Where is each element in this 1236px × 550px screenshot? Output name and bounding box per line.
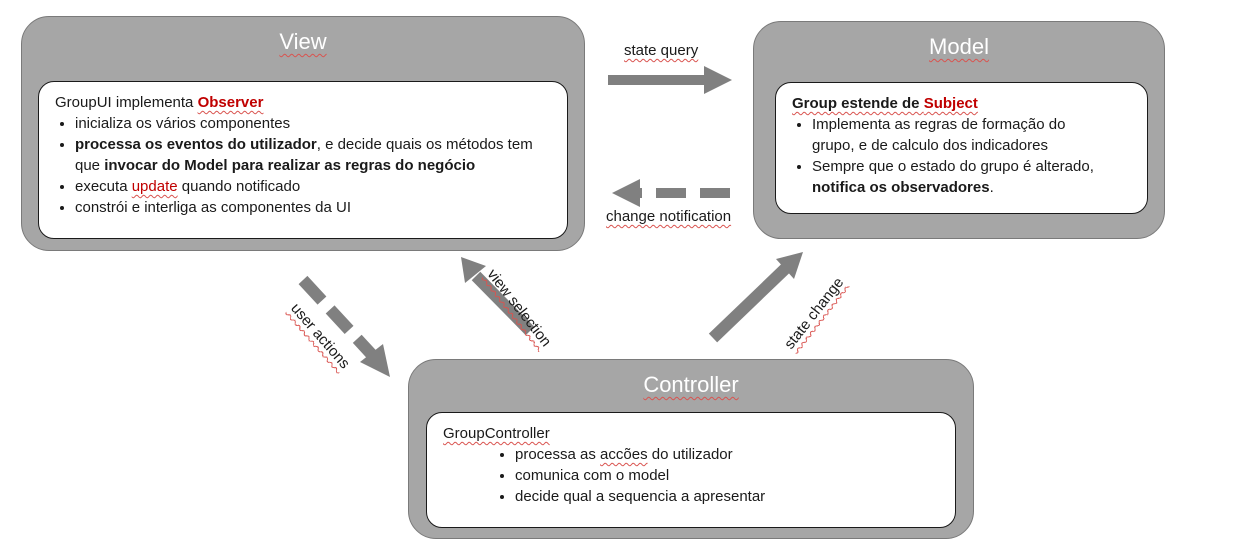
view-card: GroupUI implementa Observer inicializa o…	[38, 81, 568, 239]
model-bullet-1: Implementa as regras de formação do grupo…	[812, 114, 1131, 156]
change-notification-arrow	[612, 179, 730, 207]
update-label: update	[131, 178, 178, 195]
model-panel: Model Group estende de Subject Implement…	[753, 21, 1165, 239]
model-bullet-2: Sempre que o estado do grupo é alterado,…	[812, 156, 1131, 198]
controller-card: GroupController processa as accões do ut…	[426, 412, 956, 528]
view-bullet-2: processa os eventos do utilizador, e dec…	[75, 134, 551, 176]
view-bullet-4-text: constrói e interliga as componentes da U…	[75, 199, 351, 216]
model-header-text: Group estende de	[792, 95, 924, 112]
model-title: Model	[929, 34, 989, 59]
view-panel: View GroupUI implementa Observer inicial…	[21, 16, 585, 251]
controller-bullet-1-plain: processa as	[515, 446, 601, 463]
subject-label: Subject	[923, 95, 978, 112]
change-notification-label: change notification	[606, 208, 732, 225]
controller-bullet-1-rest: do utilizador	[647, 446, 733, 463]
model-card: Group estende de Subject Implementa as r…	[775, 82, 1148, 214]
view-bullet-1: inicializa os vários componentes	[75, 113, 551, 134]
model-bullet-2-end: .	[989, 179, 994, 196]
controller-bullet-1: processa as accões do utilizador	[515, 444, 939, 465]
model-bullet-2-line1: Sempre que o estado do grupo é alterado,	[812, 158, 1094, 175]
view-bullet-4: constrói e interliga as componentes da U…	[75, 197, 551, 218]
view-bullet-3-rest: quando notificado	[177, 178, 301, 195]
controller-bullet-2-text: comunica com o model	[515, 467, 670, 484]
state-query-arrow	[608, 66, 732, 94]
view-bullet-list: inicializa os vários componentes process…	[55, 113, 551, 218]
view-selection-arrow	[461, 257, 535, 336]
model-bullet-1-line1: Implementa as regras de formação do	[812, 116, 1066, 133]
controller-bullet-2: comunica com o model	[515, 465, 939, 486]
model-bullet-1-line2: grupo, e de calculo dos indicadores	[812, 137, 1048, 154]
view-bullet-3: executa update quando notificado	[75, 176, 551, 197]
controller-title: Controller	[643, 372, 739, 397]
view-header-text: GroupUI implementa	[55, 94, 198, 111]
controller-bullet-list: processa as accões do utilizador comunic…	[443, 444, 939, 507]
controller-bullet-3-text: decide qual a sequencia a apresentar	[515, 488, 766, 505]
model-bullet-2-bold: notifica os observadores	[812, 179, 990, 196]
view-bullet-2-line2-plain: que	[75, 157, 105, 174]
state-change-arrow	[708, 252, 803, 343]
controller-card-header: GroupController	[443, 425, 550, 442]
controller-panel: Controller GroupController processa as a…	[408, 359, 974, 539]
accoes-label: accões	[600, 446, 648, 463]
view-card-header: GroupUI implementa Observer	[55, 92, 551, 113]
view-bullet-2-rest: , e decide quais os métodos tem	[316, 136, 533, 153]
view-bullet-1-text: inicializa os vários componentes	[75, 115, 291, 132]
model-card-header: Group estende de Subject	[792, 93, 1131, 114]
view-bullet-2-line2-bold: invocar do Model para realizar as regras…	[104, 157, 476, 174]
view-bullet-3-plain: executa	[75, 178, 132, 195]
view-title: View	[279, 29, 327, 54]
user-actions-arrow	[298, 275, 390, 377]
controller-bullet-3: decide qual a sequencia a apresentar	[515, 486, 939, 507]
state-query-label: state query	[624, 42, 699, 59]
observer-label: Observer	[197, 94, 264, 111]
model-bullet-list: Implementa as regras de formação do grupo…	[792, 114, 1131, 198]
view-bullet-2-bold: processa os eventos do utilizador	[75, 136, 317, 153]
